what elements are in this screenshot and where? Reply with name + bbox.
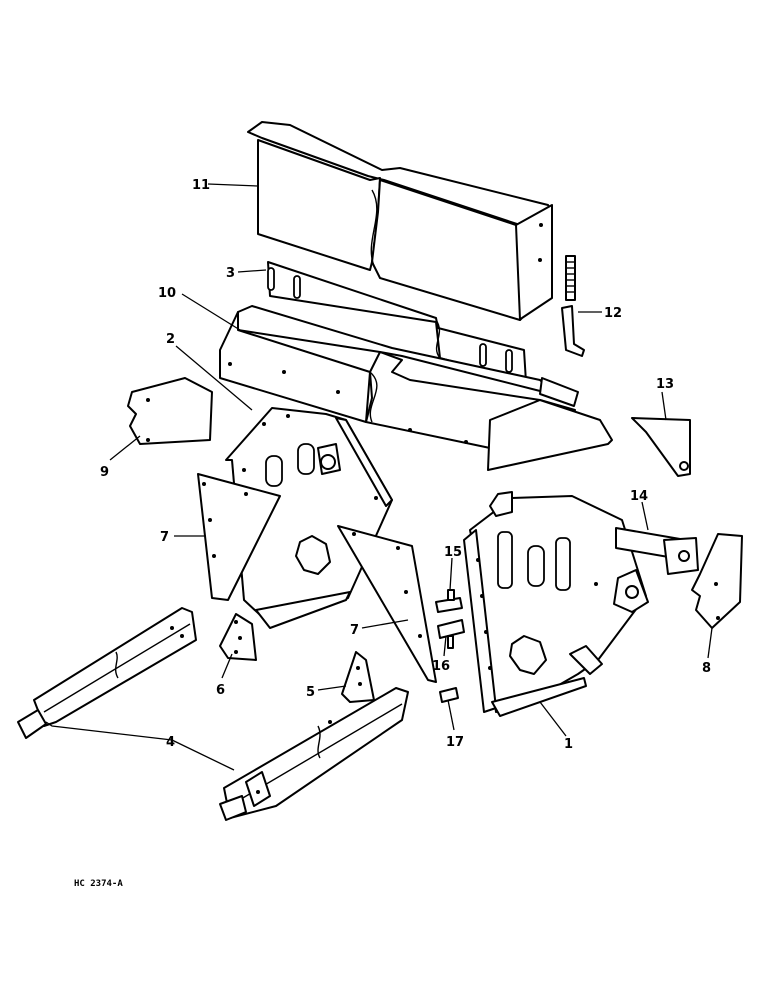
part-1-right-side-plate xyxy=(463,491,649,717)
figure-code: HC 2374-A xyxy=(74,879,123,889)
callout-labels: 11 3 10 2 9 7 7 6 5 4 1 14 13 12 8 15 16… xyxy=(100,178,711,752)
callout-7-right: 7 xyxy=(350,623,359,638)
callout-2: 2 xyxy=(166,332,175,347)
part-11-top-shield xyxy=(247,121,553,321)
part-7-right-triangle-plate xyxy=(337,525,437,683)
callout-6: 6 xyxy=(216,683,225,698)
callout-17: 17 xyxy=(446,735,464,750)
callout-9: 9 xyxy=(100,465,109,480)
part-8-right-side-shield xyxy=(691,533,743,629)
callout-11: 11 xyxy=(192,178,210,193)
part-9-left-side-shield xyxy=(127,377,213,445)
part-17-clip xyxy=(439,687,459,703)
part-5-small-plate xyxy=(341,651,375,703)
callout-1: 1 xyxy=(564,737,573,752)
callout-7-left: 7 xyxy=(160,530,169,545)
callout-5: 5 xyxy=(306,685,315,700)
part-15-clip xyxy=(435,589,463,613)
part-7-left-triangle-plate xyxy=(197,473,281,601)
part-10-lower-hood xyxy=(219,305,613,471)
part-12-adjusting-rod xyxy=(561,255,585,357)
callout-8: 8 xyxy=(702,661,711,676)
part-2-left-side-plate xyxy=(225,407,393,629)
callout-3: 3 xyxy=(226,266,235,281)
callout-10: 10 xyxy=(158,286,176,301)
callout-13: 13 xyxy=(656,377,674,392)
callout-16: 16 xyxy=(432,659,450,674)
callout-4: 4 xyxy=(166,735,175,750)
part-13-right-bracket xyxy=(631,417,691,477)
callout-15: 15 xyxy=(444,545,462,560)
part-6-small-plate xyxy=(219,613,257,661)
part-4-left-lower-rail xyxy=(17,607,197,739)
callout-14: 14 xyxy=(630,489,648,504)
callout-12: 12 xyxy=(604,306,622,321)
part-14-shaft-tube xyxy=(615,527,699,575)
part-16-clip xyxy=(437,619,465,649)
part-4-right-lower-rail xyxy=(219,687,409,821)
leader-lines xyxy=(45,183,713,771)
